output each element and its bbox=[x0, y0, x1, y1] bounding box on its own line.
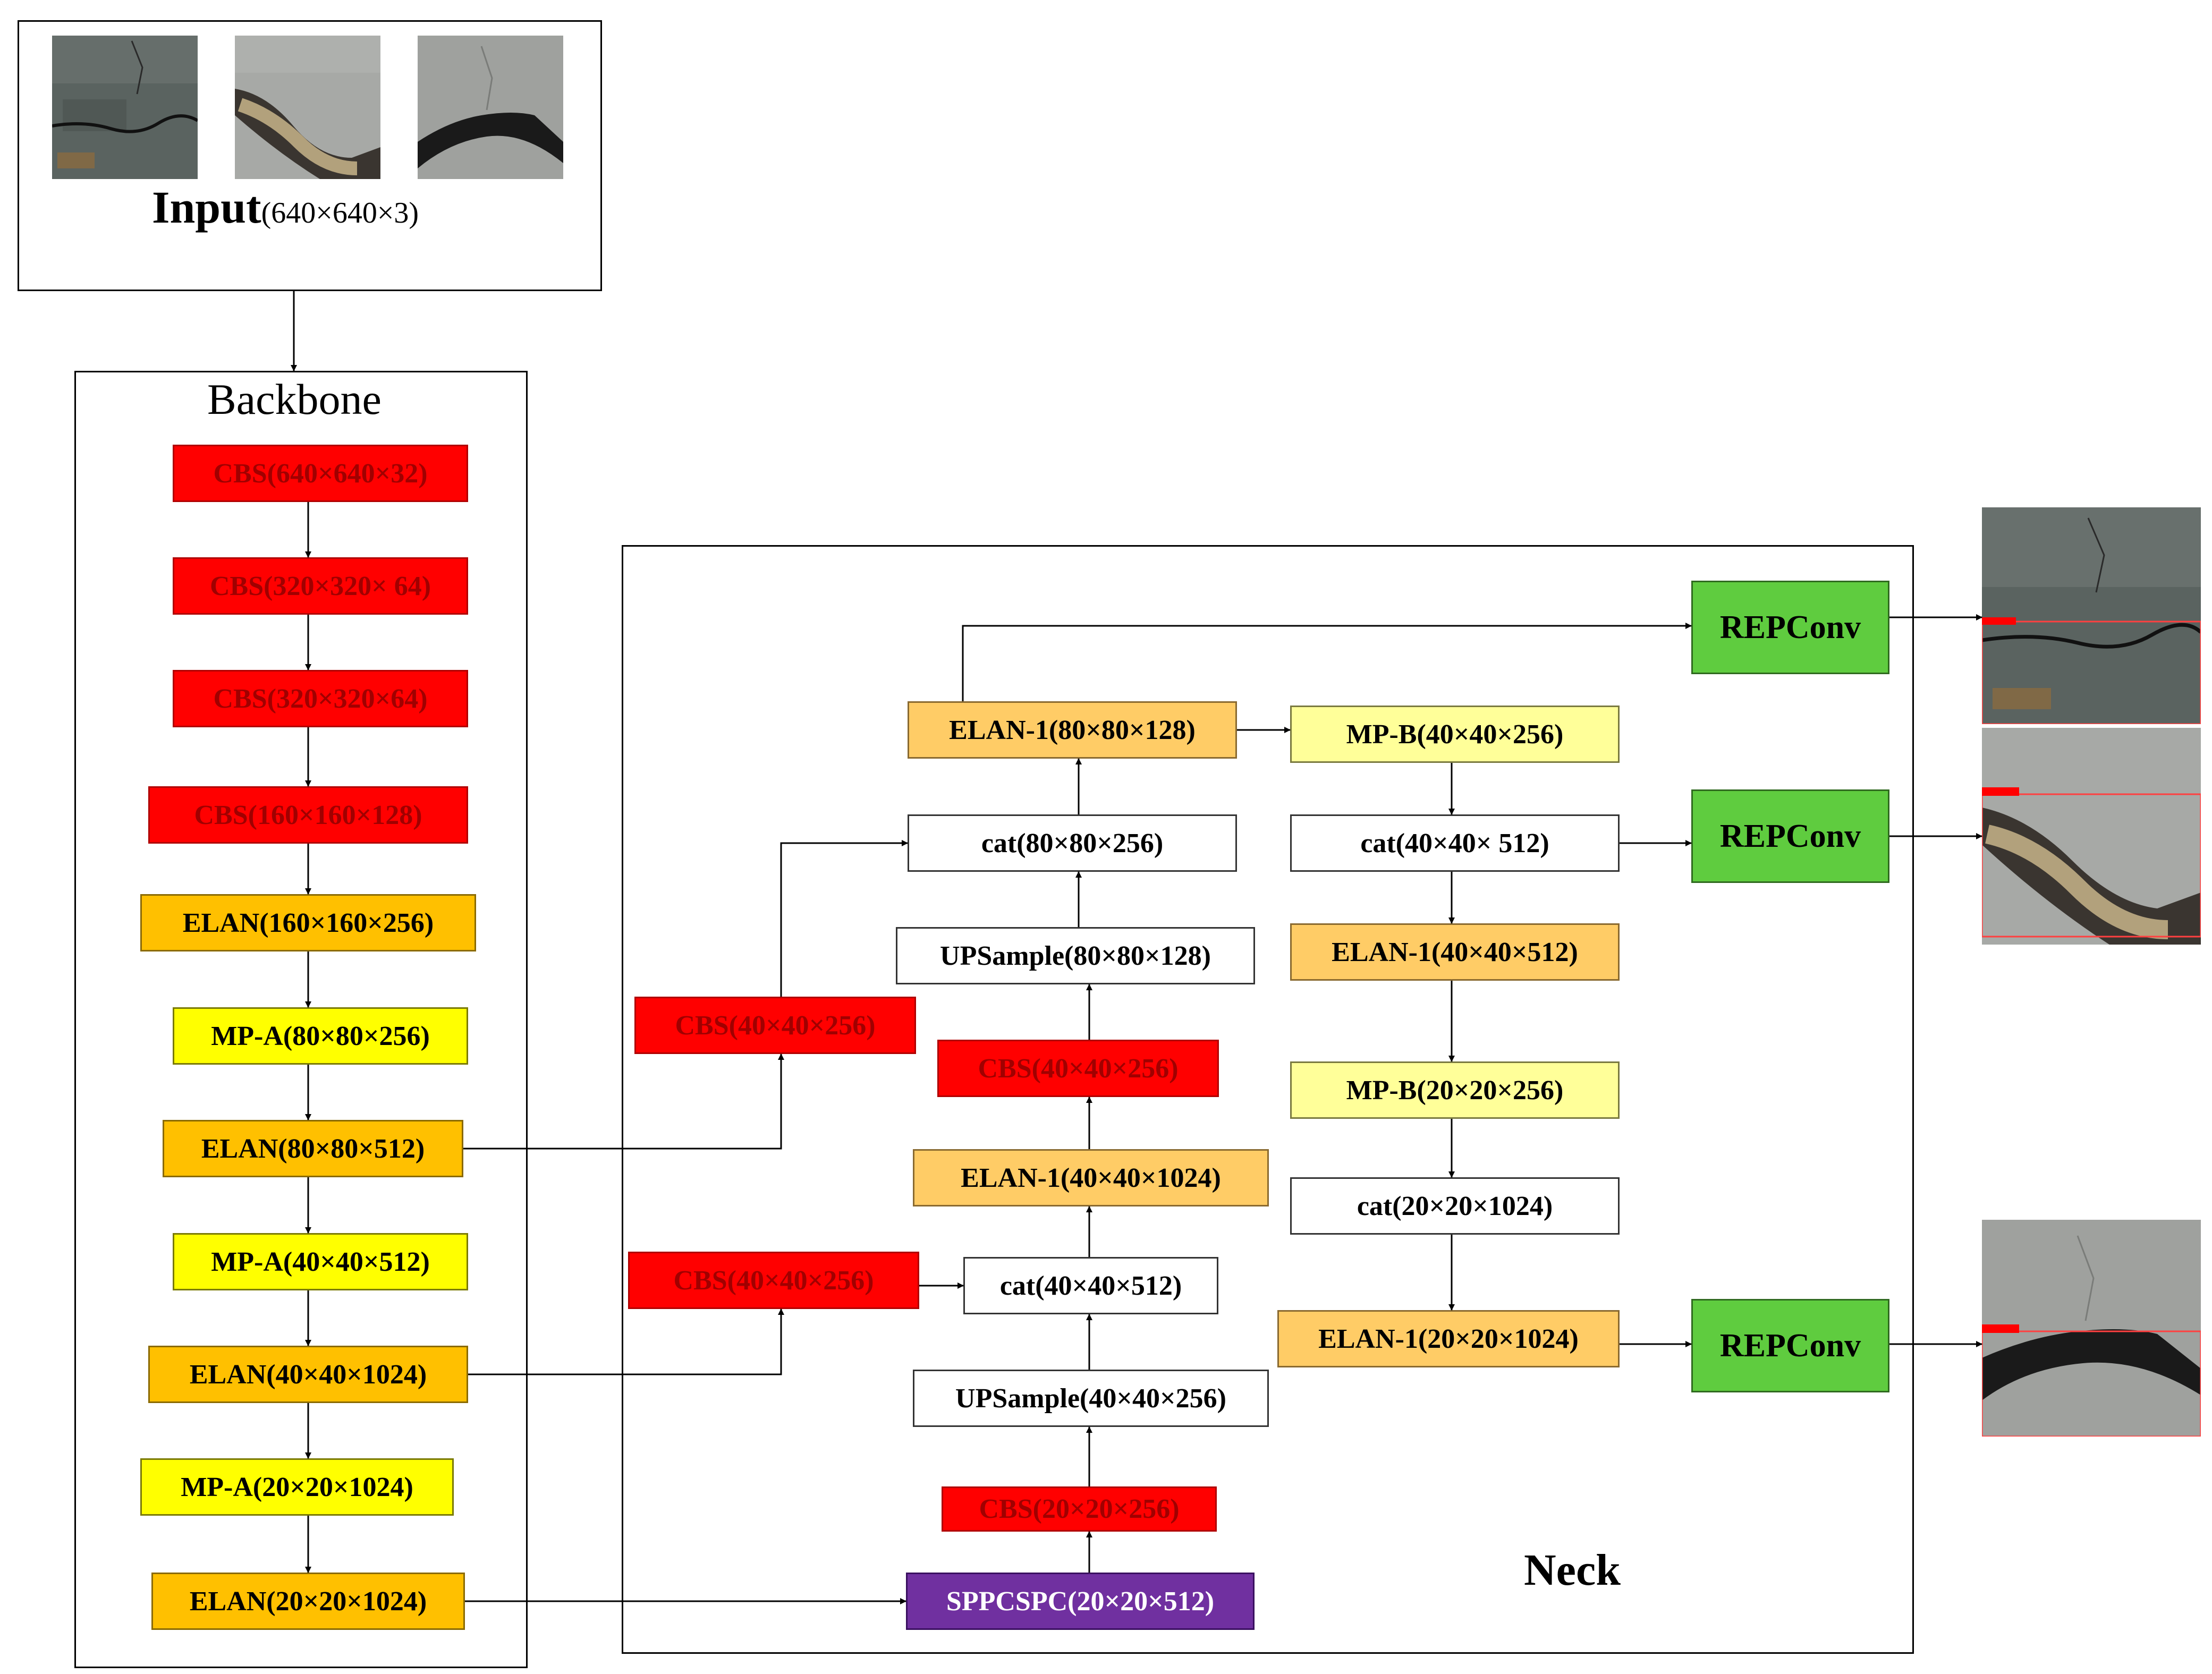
backbone-node-mpa-1: MP-A(80×80×256) bbox=[173, 1007, 468, 1065]
neck-node-cbs-bottom: CBS(40×40×256) bbox=[628, 1252, 919, 1309]
neck-node-upsample-80: UPSample(80×80×128) bbox=[896, 927, 1255, 984]
backbone-node-elan-4: ELAN(20×20×1024) bbox=[151, 1573, 465, 1630]
neck-node-cbs-20: CBS(20×20×256) bbox=[942, 1486, 1217, 1532]
backbone-node-elan-1: ELAN(160×160×256) bbox=[140, 894, 476, 951]
head-repconv-top: REPConv bbox=[1691, 581, 1889, 674]
input-dims-text: (640×640×3) bbox=[261, 197, 419, 230]
input-label: Input(640×640×3) bbox=[152, 181, 419, 239]
backbone-node-mpa-2: MP-A(40×40×512) bbox=[173, 1233, 468, 1290]
input-image-1 bbox=[52, 36, 198, 179]
neck-title: Neck bbox=[1524, 1545, 1621, 1595]
backbone-node-cbs-1: CBS(640×640×32) bbox=[173, 445, 468, 502]
edge-elan40-cbsbottom bbox=[468, 1308, 784, 1375]
edge-cbstop-cat80 bbox=[780, 840, 908, 997]
neck-node-upsample-40: UPSample(40×40×256) bbox=[913, 1370, 1269, 1427]
neck-node-mpb-20: MP-B(20×20×256) bbox=[1290, 1061, 1620, 1119]
backbone-node-elan-2: ELAN(80×80×512) bbox=[163, 1120, 463, 1177]
backbone-node-elan-3: ELAN(40×40×1024) bbox=[148, 1346, 468, 1403]
backbone-node-cbs-4: CBS(160×160×128) bbox=[148, 786, 468, 844]
edge-elan80-cbstop bbox=[463, 1053, 784, 1150]
neck-node-elan1-20: ELAN-1(20×20×1024) bbox=[1277, 1310, 1620, 1367]
backbone-node-cbs-2: CBS(320×320× 64) bbox=[173, 557, 468, 615]
output-image-1 bbox=[1982, 507, 2201, 724]
input-image-3 bbox=[418, 36, 563, 179]
output-image-2 bbox=[1982, 728, 2201, 945]
head-repconv-bottom: REPConv bbox=[1691, 1299, 1889, 1392]
neck-node-sppcspc: SPPCSPC(20×20×512) bbox=[906, 1573, 1255, 1630]
backbone-node-cbs-3: CBS(320×320×64) bbox=[173, 670, 468, 727]
neck-node-cat-20: cat(20×20×1024) bbox=[1290, 1177, 1620, 1235]
neck-node-elan1-40-1024: ELAN-1(40×40×1024) bbox=[913, 1149, 1269, 1206]
backbone-node-mpa-3: MP-A(20×20×1024) bbox=[140, 1458, 454, 1516]
input-image-2 bbox=[235, 36, 380, 179]
neck-node-cbs-mid: CBS(40×40×256) bbox=[937, 1040, 1219, 1097]
head-repconv-mid: REPConv bbox=[1691, 789, 1889, 883]
neck-node-cat-40-mid: cat(40×40×512) bbox=[963, 1257, 1218, 1314]
neck-node-mpb-40: MP-B(40×40×256) bbox=[1290, 706, 1620, 763]
neck-node-cbs-top: CBS(40×40×256) bbox=[634, 997, 916, 1054]
neck-node-cat-80: cat(80×80×256) bbox=[908, 814, 1237, 872]
backbone-frame bbox=[74, 371, 528, 1668]
neck-node-elan1-40-512: ELAN-1(40×40×512) bbox=[1290, 923, 1620, 981]
edge-elan80-repconv-top bbox=[962, 623, 1692, 701]
neck-node-cat-40-512: cat(40×40× 512) bbox=[1290, 814, 1620, 872]
input-frame bbox=[18, 20, 602, 291]
neck-frame bbox=[622, 545, 1914, 1654]
neck-node-elan1-80: ELAN-1(80×80×128) bbox=[908, 701, 1237, 759]
input-label-text: Input bbox=[152, 182, 261, 233]
output-image-3 bbox=[1982, 1220, 2201, 1437]
backbone-title: Backbone bbox=[207, 375, 382, 423]
